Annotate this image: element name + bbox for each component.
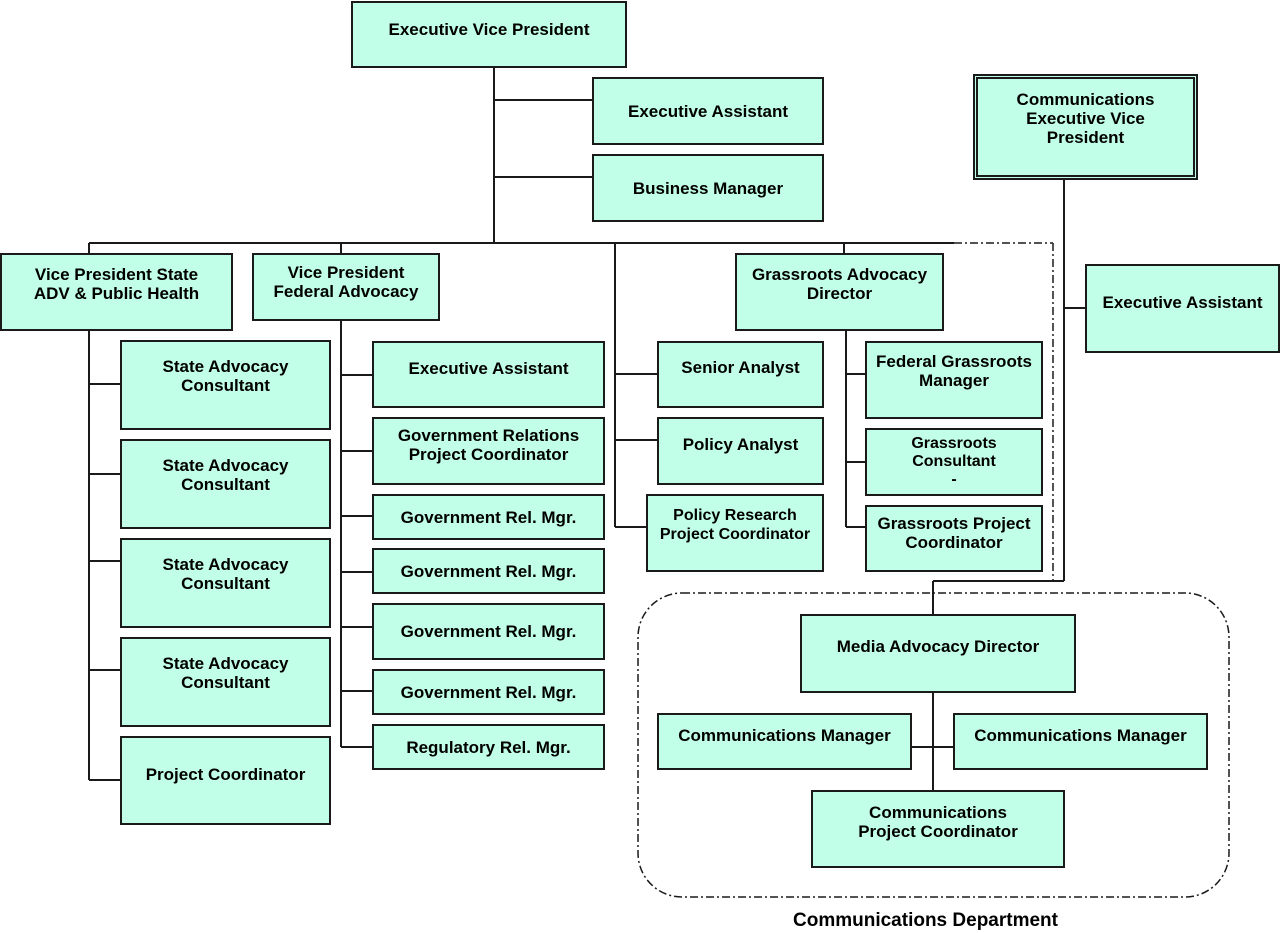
state-advocacy-consultant-4-box: State Advocacy Consultant — [120, 637, 331, 727]
senior-analyst-box: Senior Analyst — [657, 341, 824, 408]
communications-department-region — [637, 592, 1230, 898]
executive-vice-president-box: Executive Vice President — [351, 1, 627, 68]
grassroots-advocacy-director-box: Grassroots Advocacy Director — [735, 253, 944, 331]
state-project-coordinator-box: Project Coordinator — [120, 736, 331, 825]
communications-department-caption: Communications Department — [793, 910, 1058, 931]
government-rel-mgr-2-box: Government Rel. Mgr. — [372, 548, 605, 594]
government-relations-project-coordinator-box: Government Relations Project Coordinator — [372, 417, 605, 485]
grassroots-consultant-box: Grassroots Consultant - — [865, 428, 1043, 496]
federal-grassroots-manager-box: Federal Grassroots Manager — [865, 341, 1043, 419]
federal-executive-assistant-box: Executive Assistant — [372, 341, 605, 408]
government-rel-mgr-4-box: Government Rel. Mgr. — [372, 669, 605, 715]
vp-federal-advocacy-box: Vice President Federal Advocacy — [252, 253, 440, 321]
grassroots-project-coordinator-box: Grassroots Project Coordinator — [865, 505, 1043, 572]
communications-evp-box: Communications Executive Vice President — [973, 74, 1198, 180]
state-advocacy-consultant-3-box: State Advocacy Consultant — [120, 538, 331, 628]
state-advocacy-consultant-2-box: State Advocacy Consultant — [120, 439, 331, 529]
policy-research-project-coordinator-box: Policy Research Project Coordinator — [646, 494, 824, 572]
state-advocacy-consultant-1-box: State Advocacy Consultant — [120, 340, 331, 430]
media-advocacy-director-box: Media Advocacy Director — [800, 614, 1076, 693]
communications-executive-assistant-box: Executive Assistant — [1085, 264, 1280, 353]
vp-state-advocacy-box: Vice President State ADV & Public Health — [0, 253, 233, 331]
government-rel-mgr-3-box: Government Rel. Mgr. — [372, 603, 605, 660]
government-rel-mgr-1-box: Government Rel. Mgr. — [372, 494, 605, 540]
evp-executive-assistant-box: Executive Assistant — [592, 77, 824, 145]
policy-analyst-box: Policy Analyst — [657, 417, 824, 485]
communications-manager-2-box: Communications Manager — [953, 713, 1208, 770]
communications-project-coordinator-box: Communications Project Coordinator — [811, 790, 1065, 868]
business-manager-box: Business Manager — [592, 154, 824, 222]
regulatory-rel-mgr-box: Regulatory Rel. Mgr. — [372, 724, 605, 770]
communications-manager-1-box: Communications Manager — [657, 713, 912, 770]
